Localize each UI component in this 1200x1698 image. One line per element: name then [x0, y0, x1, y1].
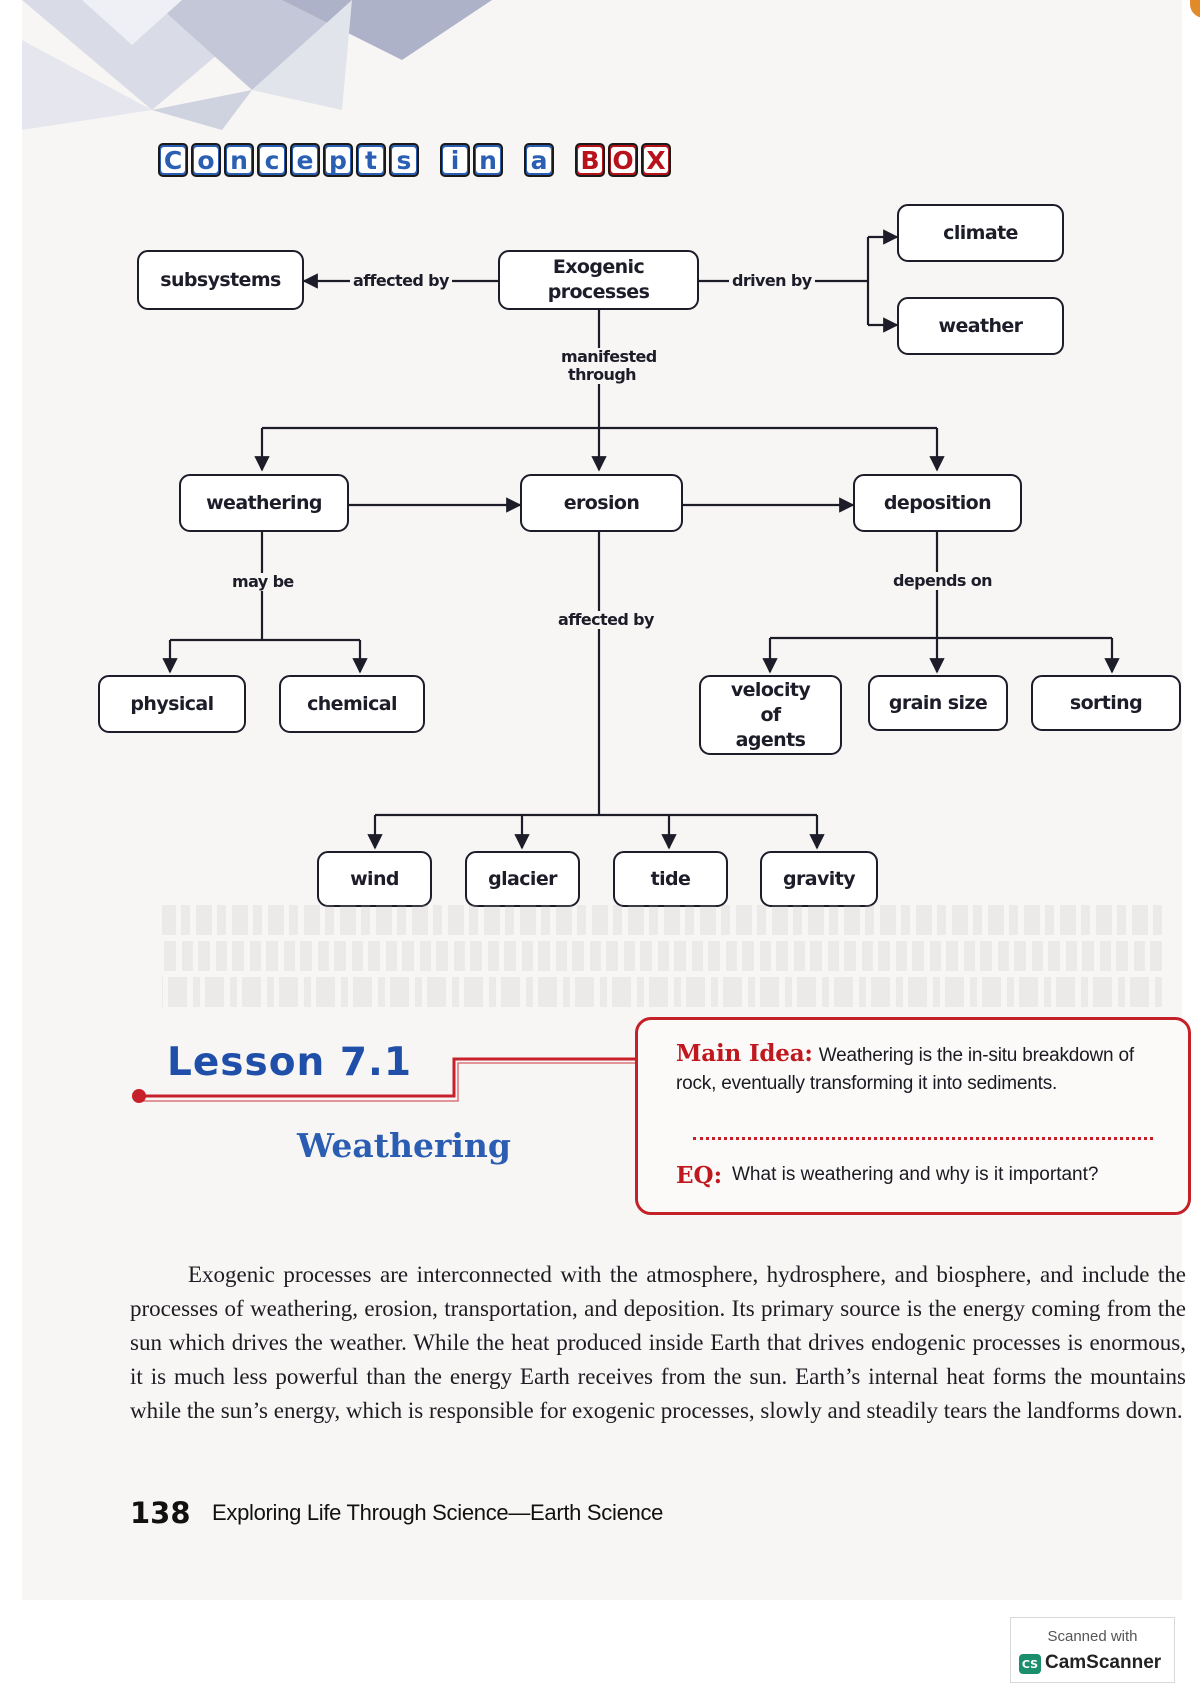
title-letter-tile: c: [257, 143, 287, 177]
eq-question: What is weathering and why is it importa…: [732, 1164, 1099, 1185]
main-idea-box: Main Idea:Weathering is the in-situ brea…: [635, 1017, 1191, 1215]
title-letter: c: [260, 146, 284, 175]
main-idea-body: Weathering is the in-situ breakdown of r…: [676, 1045, 1134, 1094]
lesson-connector-line: [138, 1057, 636, 1102]
node-exogenic-processes: Exogenic processes: [498, 250, 699, 310]
title-letter: p: [326, 146, 350, 175]
node-climate: climate: [897, 204, 1064, 262]
link-driven-by: driven by: [729, 272, 815, 290]
title-letter: X: [644, 146, 668, 175]
title-letter-tile: C: [158, 143, 188, 177]
eq-label: EQ:: [676, 1162, 723, 1189]
lesson-number: Lesson 7.1: [167, 1040, 412, 1085]
node-glacier: glacier: [465, 851, 580, 907]
node-sorting: sorting: [1031, 675, 1181, 731]
scanned-with-text: Scanned with: [1047, 1628, 1138, 1645]
lesson-title: Weathering: [297, 1126, 511, 1165]
node-wind: wind: [317, 851, 432, 907]
main-idea-label: Main Idea:: [676, 1040, 813, 1067]
link-manifested-through: manifested through: [558, 348, 657, 384]
title-letter-tile: n: [473, 143, 503, 177]
title-letter: s: [392, 146, 416, 175]
camscanner-watermark: Scanned with CS CamScanner: [1010, 1617, 1175, 1683]
title-letter-tile: p: [323, 143, 353, 177]
link-affected-by: affected by: [350, 272, 452, 290]
title-letter-tile: X: [641, 143, 671, 177]
dotted-divider: [693, 1137, 1153, 1140]
book-title: Exploring Life Through Science—Earth Sci…: [212, 1500, 664, 1525]
concept-map-connectors: [162, 229, 1120, 850]
concept-map: subsystems Exogenic processes climate we…: [22, 0, 1200, 910]
lesson-bullet-dot: [132, 1089, 146, 1103]
title-letter-tile: s: [389, 143, 419, 177]
title-letter: o: [194, 146, 218, 175]
title-letter: a: [527, 146, 551, 175]
node-chemical: chemical: [279, 675, 425, 733]
node-weathering: weathering: [179, 474, 349, 532]
title-letter-tile: i: [440, 143, 470, 177]
camscanner-logo-icon: CS: [1019, 1654, 1041, 1674]
node-subsystems: subsystems: [137, 250, 304, 310]
node-erosion: erosion: [520, 474, 683, 532]
title-letter: i: [443, 146, 467, 175]
camscanner-name: CamScanner: [1045, 1652, 1162, 1673]
title-letter: n: [227, 146, 251, 175]
title-letter-tile: a: [524, 143, 554, 177]
node-grain-size: grain size: [868, 675, 1008, 731]
page-number: 138: [130, 1496, 191, 1530]
node-gravity: gravity: [760, 851, 878, 907]
title-letter: n: [476, 146, 500, 175]
main-idea-text: Main Idea:Weathering is the in-situ brea…: [676, 1040, 1176, 1098]
title-letter: O: [611, 145, 635, 175]
node-weather: weather: [897, 297, 1064, 355]
title-letter-tile: e: [290, 143, 320, 177]
link-depends-on: depends on: [890, 572, 995, 590]
body-paragraph: Exogenic processes are interconnected wi…: [130, 1262, 1186, 1423]
node-deposition: deposition: [853, 474, 1022, 532]
title-letter-tile: O: [608, 143, 638, 177]
title-letter-tile: B: [575, 143, 605, 177]
node-physical: physical: [98, 675, 246, 733]
title-letter-tile: n: [224, 143, 254, 177]
title-letter: t: [359, 146, 383, 175]
node-velocity-of-agents: velocity of agents: [699, 675, 842, 755]
title-letter: C: [161, 146, 185, 175]
link-may-be: may be: [229, 573, 297, 591]
title-letter-tile: o: [191, 143, 221, 177]
node-tide: tide: [613, 851, 728, 907]
title-letter-tile: t: [356, 143, 386, 177]
title-letter: e: [293, 146, 317, 175]
link-affected-by-erosion: affected by: [555, 611, 657, 629]
title-letter: B: [578, 146, 602, 175]
decorative-banner: [22, 0, 492, 130]
page-corner-mark: [1190, 0, 1200, 18]
